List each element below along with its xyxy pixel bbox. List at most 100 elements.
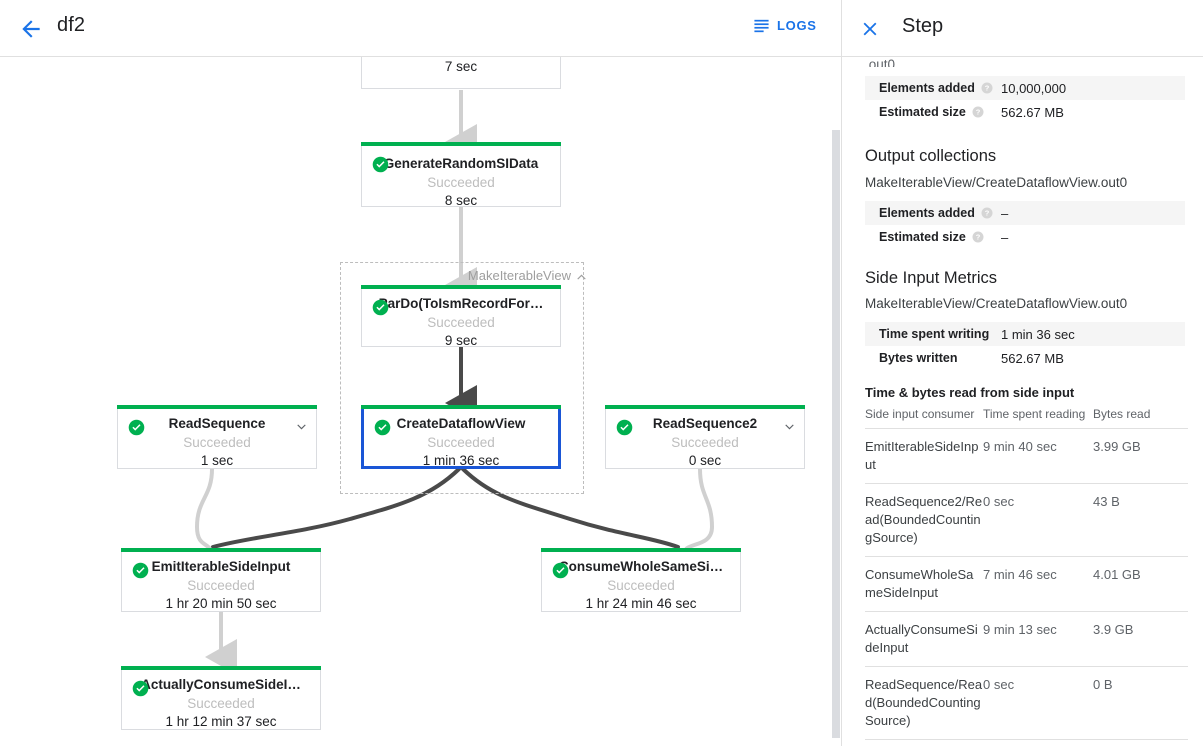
- node-status: Succeeded: [427, 315, 495, 330]
- cell-bytes: 43 B: [1093, 494, 1120, 509]
- side-input-collection-name: MakeIterableView/CreateDataflowView.out0: [865, 296, 1128, 311]
- table-row: ConsumeWholeSameSideInput 7 min 46 sec 4…: [865, 557, 1188, 612]
- node-duration: 8 sec: [444, 193, 478, 208]
- column-header-time: Time spent reading: [983, 407, 1086, 421]
- node-duration: 7 sec: [444, 59, 478, 74]
- metric-label-text: Estimated size: [879, 105, 966, 119]
- metric-label-cell: Estimated size ?: [865, 230, 1001, 244]
- node-consume-whole-same-side-input[interactable]: ConsumeWholeSameSi… Succeeded 1 hr 24 mi…: [541, 548, 741, 612]
- cell-time: 9 min 40 sec: [983, 439, 1057, 454]
- table-row: Estimated size ? –: [865, 225, 1185, 249]
- node-emit-iterable-side-input[interactable]: EmitIterableSideInput Succeeded 1 hr 20 …: [121, 548, 321, 612]
- node-title: CreateDataflowView: [396, 416, 526, 431]
- side-panel-title: Step: [902, 15, 944, 37]
- svg-text:?: ?: [985, 84, 990, 93]
- help-icon[interactable]: ?: [981, 82, 993, 94]
- column-header-consumer: Side input consumer: [865, 407, 975, 421]
- metric-label-text: Estimated size: [879, 230, 966, 244]
- node-status-bar: [121, 666, 321, 670]
- panel-scrollbar-thumb[interactable]: [832, 130, 840, 738]
- output-collections-heading: Output collections: [865, 147, 997, 165]
- chevron-up-icon[interactable]: [575, 271, 588, 284]
- check-circle-icon: [372, 299, 389, 316]
- table-row: Estimated size ? 562.67 MB: [865, 100, 1185, 124]
- group-make-iterable-view[interactable]: [340, 262, 584, 494]
- logs-button-label: LOGS: [777, 18, 817, 33]
- job-graph-canvas[interactable]: MakeIterableView Succeeded 7 sec Generat…: [0, 57, 841, 746]
- help-icon[interactable]: ?: [972, 106, 984, 118]
- node-generate-random-si-data[interactable]: GenerateRandomSIData Succeeded 8 sec: [361, 142, 561, 208]
- node-status: Succeeded: [187, 578, 255, 593]
- graph-edges: [194, 90, 715, 675]
- table-row: Elements added ? –: [865, 201, 1185, 225]
- node-status-bar: [361, 285, 561, 289]
- metric-label-cell: Elements added ?: [865, 206, 1001, 220]
- node-duration: 1 min 36 sec: [422, 453, 500, 468]
- cell-bytes: 3.9 GB: [1093, 622, 1134, 637]
- node-status: Succeeded: [427, 435, 495, 450]
- check-circle-icon: [552, 562, 569, 579]
- metric-label-text: Bytes written: [879, 351, 958, 365]
- panel-left-border: [841, 57, 842, 746]
- group-label: MakeIterableView: [467, 268, 571, 283]
- help-icon[interactable]: ?: [981, 207, 993, 219]
- cell-bytes: 4.01 GB: [1093, 567, 1141, 582]
- metric-value-cell: 1 min 36 sec: [1001, 326, 1075, 342]
- node-clipped-top[interactable]: Succeeded 7 sec: [361, 57, 561, 89]
- node-status-bar: [117, 405, 317, 409]
- node-title: GenerateRandomSIData: [383, 156, 539, 171]
- list-lines-icon: [754, 19, 769, 33]
- node-status: Succeeded: [607, 578, 675, 593]
- check-circle-icon: [128, 419, 145, 436]
- node-duration: 0 sec: [688, 453, 722, 468]
- node-title: ReadSequence: [168, 416, 266, 431]
- node-status-bar: [121, 548, 321, 552]
- help-icon[interactable]: ?: [972, 231, 984, 243]
- table-row: ReadSequence2/Read(BoundedCountingSource…: [865, 484, 1188, 557]
- node-create-dataflow-view[interactable]: CreateDataflowView Succeeded 1 min 36 se…: [361, 405, 561, 469]
- step-details-panel[interactable]: .out0 Elements added ? 10,000,000 Es: [842, 57, 1203, 746]
- chevron-down-icon[interactable]: [295, 420, 308, 433]
- logs-button[interactable]: LOGS: [753, 17, 817, 34]
- close-x-icon[interactable]: [859, 18, 881, 40]
- cell-time: 0 sec: [983, 677, 1015, 692]
- node-read-sequence[interactable]: ReadSequence Succeeded 1 sec: [117, 405, 317, 469]
- cell-bytes: 0 B: [1093, 677, 1113, 692]
- node-status-bar: [541, 548, 741, 552]
- metric-value-cell: 562.67 MB: [1001, 104, 1064, 120]
- check-circle-icon: [374, 419, 391, 436]
- side-input-write-metrics-table: Time spent writing 1 min 36 sec Bytes wr…: [865, 322, 1185, 370]
- side-input-metrics-heading: Side Input Metrics: [865, 269, 998, 287]
- top-app-bar: df2 LOGS Step: [0, 0, 1203, 57]
- cell-consumer: ReadSequence/Read(BoundedCountingSource): [865, 677, 983, 728]
- chevron-down-icon[interactable]: [783, 420, 796, 433]
- output-metrics-table: Elements added ? – Estimated size ?: [865, 201, 1185, 249]
- column-header-bytes: Bytes read: [1093, 407, 1151, 421]
- metric-label-cell: Time spent writing: [865, 327, 1001, 341]
- node-title: ConsumeWholeSameSi…: [558, 559, 724, 574]
- cell-consumer: ConsumeWholeSameSideInput: [865, 567, 974, 600]
- table-row: EmitIterableSideInput 9 min 40 sec 3.99 …: [865, 429, 1188, 484]
- svg-text:?: ?: [976, 233, 981, 242]
- page-title: df2: [57, 14, 86, 36]
- node-status: Succeeded: [427, 175, 495, 190]
- input-collection-name-clipped: .out0: [865, 57, 896, 67]
- node-read-sequence-2[interactable]: ReadSequence2 Succeeded 0 sec: [605, 405, 805, 469]
- check-circle-icon: [132, 680, 149, 697]
- arrow-left-icon[interactable]: [18, 16, 44, 42]
- cell-consumer: ReadSequence2/Read(BoundedCountingSource…: [865, 494, 983, 545]
- check-circle-icon: [372, 156, 389, 173]
- table-row: Time spent writing 1 min 36 sec: [865, 322, 1185, 346]
- node-status-bar: [605, 405, 805, 409]
- metric-label-cell: Elements added ?: [865, 81, 1001, 95]
- table-row: Bytes written 562.67 MB: [865, 346, 1185, 370]
- metric-label-cell: Bytes written: [865, 351, 1001, 365]
- metric-value-cell: –: [1001, 205, 1009, 221]
- node-title: ParDo(ToIsmRecordFor…: [378, 296, 544, 311]
- node-duration: 1 hr 12 min 37 sec: [165, 714, 277, 729]
- cell-consumer: ActuallyConsumeSideInput: [865, 622, 978, 655]
- node-actually-consume-side-input[interactable]: ActuallyConsumeSideI… Succeeded 1 hr 12 …: [121, 666, 321, 730]
- node-title: ActuallyConsumeSideI…: [141, 677, 301, 692]
- node-pardo-to-ism-record-for[interactable]: ParDo(ToIsmRecordFor… Succeeded 9 sec: [361, 285, 561, 348]
